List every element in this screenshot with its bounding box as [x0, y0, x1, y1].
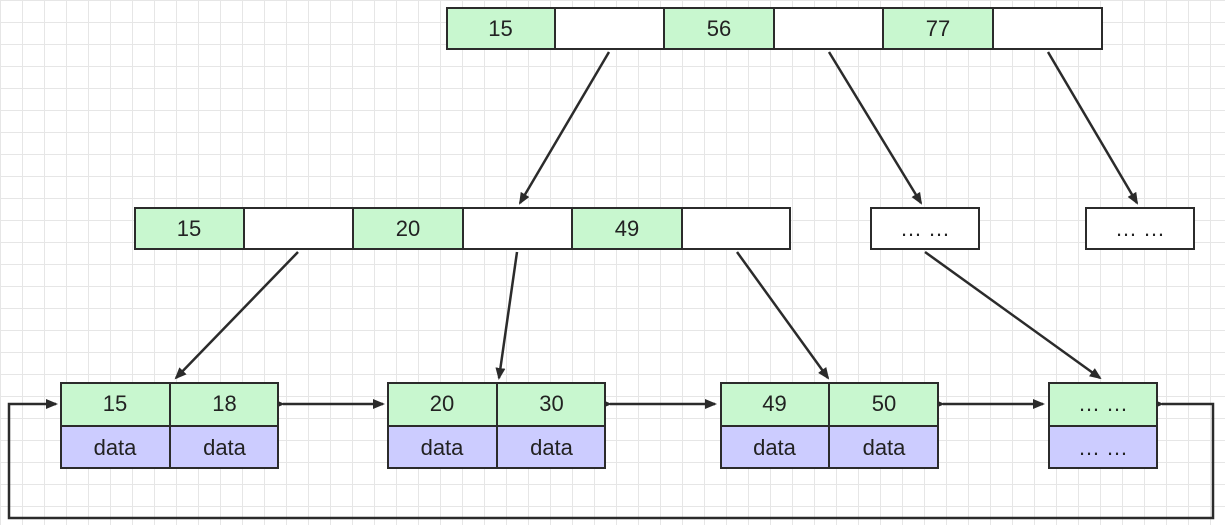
- internal-pointer-2: [463, 207, 572, 250]
- edge-root-to-stub-1: [827, 51, 923, 205]
- internal-key-2: 20: [353, 207, 463, 250]
- edge-stub-to-leaf-4: [924, 250, 1102, 380]
- leaf-3-data-2: data: [829, 426, 939, 469]
- leaf-wrap-loop: [7, 399, 1215, 520]
- leaf-2-data-2: data: [497, 426, 606, 469]
- leaf-4-key-1: … …: [1048, 382, 1158, 426]
- internal-key-3: 49: [572, 207, 682, 250]
- root-key-1: 15: [446, 7, 555, 50]
- stub-node-2: … …: [1085, 207, 1195, 250]
- internal-pointer-3: [682, 207, 791, 250]
- edge-root-to-internal: [518, 51, 611, 205]
- leaf-1-data-1: data: [60, 426, 170, 469]
- internal-key-1: 15: [134, 207, 244, 250]
- edge-internal-to-leaf-3: [735, 251, 830, 380]
- root-key-3: 77: [883, 7, 993, 50]
- leaf-2-key-1: 20: [387, 382, 497, 426]
- root-pointer-1: [555, 7, 664, 50]
- root-pointer-3: [993, 7, 1103, 50]
- leaf-2-key-2: 30: [497, 382, 606, 426]
- leaf-2-data-1: data: [387, 426, 497, 469]
- edge-internal-to-leaf-1: [174, 251, 299, 380]
- edge-root-to-stub-2: [1046, 51, 1139, 205]
- leaf-1-data-2: data: [170, 426, 279, 469]
- leaf-3-key-2: 50: [829, 382, 939, 426]
- leaf-4-data-1: … …: [1048, 426, 1158, 469]
- leaf-1-key-1: 15: [60, 382, 170, 426]
- leaf-1-key-2: 18: [170, 382, 279, 426]
- root-pointer-2: [774, 7, 883, 50]
- leaf-3-data-1: data: [720, 426, 829, 469]
- edge-internal-to-leaf-2: [495, 251, 519, 380]
- internal-pointer-1: [244, 207, 353, 250]
- leaf-3-key-1: 49: [720, 382, 829, 426]
- root-key-2: 56: [664, 7, 774, 50]
- stub-node-1: … …: [870, 207, 980, 250]
